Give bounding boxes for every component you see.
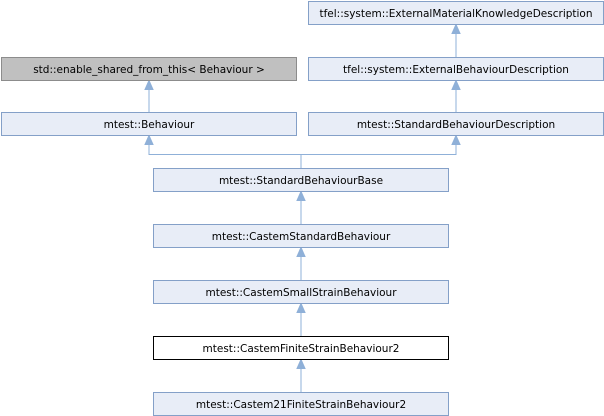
inheritance-edge-n10-to-n9: [296, 358, 306, 393]
class-label: mtest::StandardBehaviourDescription: [357, 119, 555, 131]
edge-line: [300, 143, 457, 169]
class-label: tfel::system::ExternalBehaviourDescripti…: [343, 64, 569, 76]
class-node-mtest-standardbehaviourdescription[interactable]: mtest::StandardBehaviourDescription: [308, 112, 604, 136]
class-box[interactable]: [1, 57, 297, 81]
arrowhead-icon: [296, 358, 306, 369]
edges-layer: [144, 23, 461, 393]
arrowhead-icon: [451, 23, 461, 34]
class-label: mtest::StandardBehaviourBase: [219, 175, 383, 187]
arrowhead-icon: [144, 134, 154, 145]
class-box[interactable]: [1, 112, 297, 136]
class-box[interactable]: [153, 280, 449, 304]
arrowhead-icon: [296, 246, 306, 257]
arrowhead-icon: [451, 134, 461, 145]
class-node-mtest-castemfinitestrainbehaviour2[interactable]: mtest::CastemFiniteStrainBehaviour2: [153, 336, 449, 360]
edge-line: [148, 143, 302, 169]
class-label: mtest::CastemFiniteStrainBehaviour2: [203, 343, 400, 355]
class-node-mtest-castemsmallstrainbehaviour[interactable]: mtest::CastemSmallStrainBehaviour: [153, 280, 449, 304]
class-node-std-enable-shared-from-this-behaviour[interactable]: std::enable_shared_from_this< Behaviour …: [1, 57, 297, 81]
class-box[interactable]: [153, 168, 449, 192]
class-label: mtest::Castem21FiniteStrainBehaviour2: [196, 399, 406, 411]
class-label: mtest::CastemStandardBehaviour: [212, 231, 391, 243]
inheritance-edge-n6-to-n5: [300, 134, 461, 169]
class-box[interactable]: [153, 336, 449, 360]
inheritance-edge-n9-to-n8: [296, 302, 306, 337]
arrowhead-icon: [451, 79, 461, 90]
arrowhead-icon: [296, 302, 306, 313]
class-node-tfel-system-externalbehaviourdescription[interactable]: tfel::system::ExternalBehaviourDescripti…: [308, 57, 604, 81]
class-node-mtest-behaviour[interactable]: mtest::Behaviour: [1, 112, 297, 136]
inheritance-edge-n6-to-n4: [144, 134, 302, 169]
inheritance-edge-n7-to-n6: [296, 190, 306, 225]
class-node-mtest-castemstandardbehaviour[interactable]: mtest::CastemStandardBehaviour: [153, 224, 449, 248]
arrowhead-icon: [144, 79, 154, 90]
arrowhead-icon: [296, 190, 306, 201]
inheritance-edge-n8-to-n7: [296, 246, 306, 281]
inheritance-edge-n4-to-n2: [144, 79, 154, 113]
class-box[interactable]: [153, 224, 449, 248]
inheritance-edge-n3-to-n1: [451, 23, 461, 58]
class-label: mtest::Behaviour: [104, 119, 195, 131]
class-node-mtest-standardbehaviourbase[interactable]: mtest::StandardBehaviourBase: [153, 168, 449, 192]
class-label: std::enable_shared_from_this< Behaviour …: [33, 64, 265, 76]
class-label: mtest::CastemSmallStrainBehaviour: [205, 287, 397, 299]
class-node-tfel-system-externalmaterialknowledgedescription[interactable]: tfel::system::ExternalMaterialKnowledgeD…: [308, 1, 604, 25]
inheritance-edge-n5-to-n3: [451, 79, 461, 113]
class-node-mtest-castem21finitestrainbehaviour2[interactable]: mtest::Castem21FiniteStrainBehaviour2: [153, 392, 449, 416]
class-label: tfel::system::ExternalMaterialKnowledgeD…: [319, 8, 592, 20]
